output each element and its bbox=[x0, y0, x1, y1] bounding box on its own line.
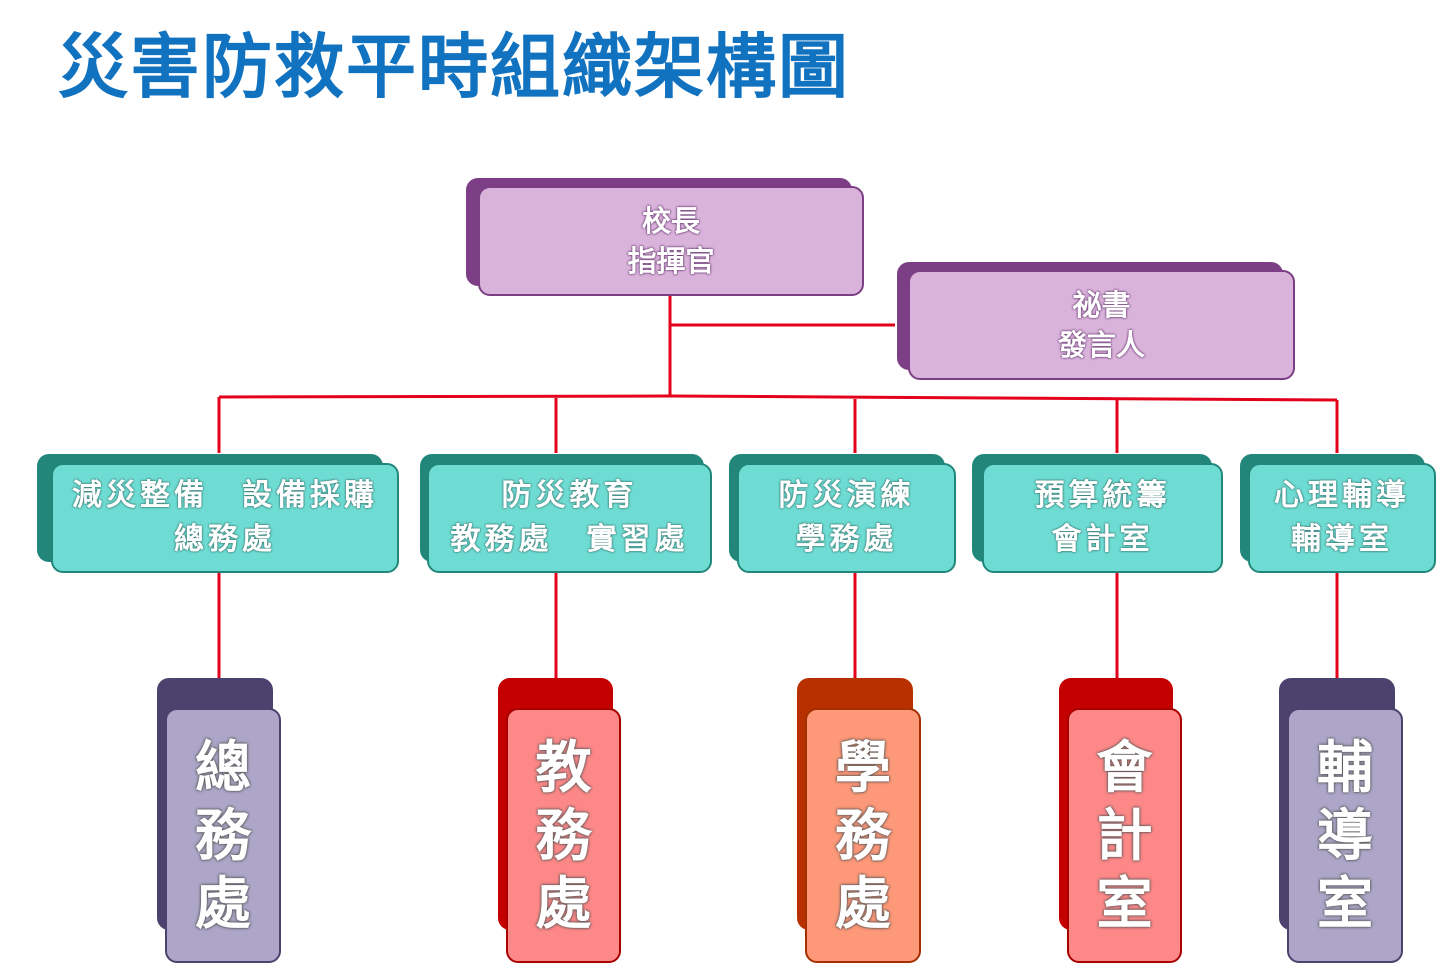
department-char: 計 bbox=[1096, 802, 1153, 869]
department-char: 教 bbox=[535, 734, 592, 801]
department-char: 處 bbox=[195, 870, 251, 937]
function-task: 防災演練 bbox=[778, 478, 915, 513]
department-char: 室 bbox=[1317, 870, 1373, 937]
function-unit: 學務處 bbox=[795, 522, 898, 557]
function-unit: 教務處 實習處 bbox=[450, 522, 689, 557]
department-char: 處 bbox=[835, 870, 891, 937]
leader-title: 校長 bbox=[641, 204, 700, 238]
function-task: 防災教育 bbox=[501, 478, 638, 513]
function-unit: 總務處 bbox=[174, 522, 276, 557]
department-char: 務 bbox=[535, 802, 592, 869]
department-char: 室 bbox=[1096, 870, 1153, 937]
department-char: 輔 bbox=[1317, 734, 1373, 801]
department-char: 學 bbox=[835, 734, 891, 801]
department-char: 導 bbox=[1317, 802, 1373, 869]
department-char: 總 bbox=[195, 734, 251, 801]
page-title: 災害防救平時組織架構圖 bbox=[58, 25, 850, 108]
function-unit: 會計室 bbox=[1051, 522, 1154, 557]
function-task: 減災整備 設備採購 bbox=[72, 478, 378, 513]
secretary-title: 祕書 bbox=[1072, 288, 1131, 322]
leader-role: 指揮官 bbox=[627, 244, 715, 278]
department-char: 務 bbox=[195, 802, 251, 869]
department-char: 會 bbox=[1096, 734, 1153, 801]
department-char: 務 bbox=[835, 802, 891, 869]
secretary-role: 發言人 bbox=[1057, 328, 1145, 362]
function-task: 預算統籌 bbox=[1034, 478, 1171, 513]
connector-branch-bar bbox=[218, 394, 1338, 402]
department-char: 處 bbox=[535, 870, 592, 937]
function-task: 心理輔導 bbox=[1274, 478, 1410, 513]
function-unit: 輔導室 bbox=[1291, 522, 1393, 557]
